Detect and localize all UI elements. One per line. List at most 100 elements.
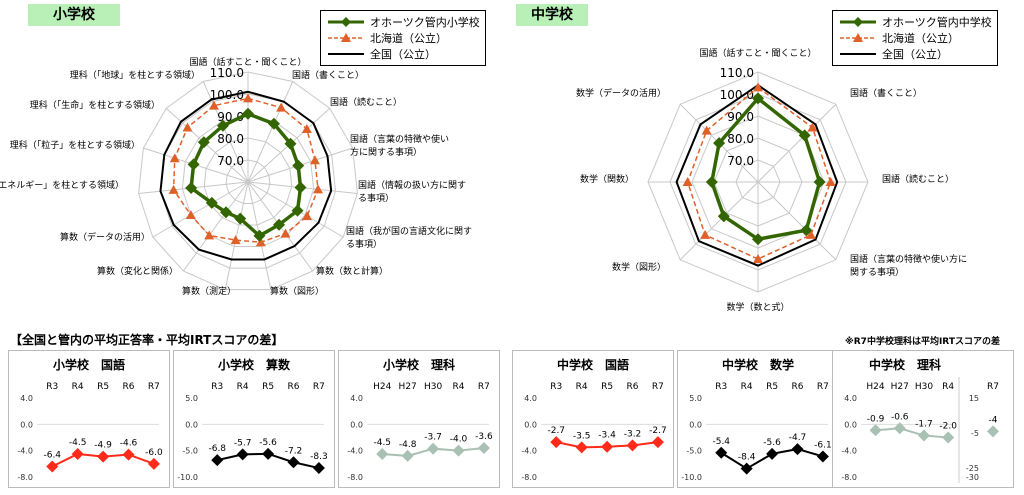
mini-point	[401, 449, 414, 462]
mini-series-line	[875, 427, 949, 439]
mini-point	[816, 450, 829, 463]
mini-data-label: -7.2	[285, 446, 303, 456]
mini-data-label: -6.1	[814, 440, 832, 450]
mini-data-label: -4.7	[789, 433, 807, 443]
mini-category-label: R6	[288, 382, 300, 392]
mini-data-label: -2.0	[939, 422, 957, 432]
radar-point	[713, 137, 726, 150]
axis-label-8: 算数（測定）	[182, 285, 236, 297]
axis-label-5: 国語（我が国の言語文化に関する事項）	[346, 225, 472, 250]
mini-tick-label: 0.0	[185, 420, 198, 429]
radar-point	[313, 184, 324, 194]
mini-tick-label: 5.0	[185, 394, 198, 403]
mini-data-label: -1.7	[915, 420, 933, 430]
mini-tick-label: -8.0	[521, 473, 537, 482]
mini-data-label: -8.3	[310, 452, 328, 462]
mini-tick-label: 0.0	[524, 420, 537, 429]
mini-tick-label: -8.0	[841, 473, 857, 482]
radar-point	[291, 204, 304, 217]
mini-data-label: -2.7	[547, 426, 565, 436]
radar-spoke	[679, 181, 759, 261]
radar-point	[284, 137, 297, 150]
radar-point	[187, 158, 200, 171]
radar-point	[273, 218, 286, 231]
mini-point	[312, 462, 325, 475]
mini-point	[766, 447, 779, 460]
elementary-legend: オホーツク管内小学校 北海道（公立） 全国（公立）	[320, 10, 486, 66]
mini-chart-title: 小学校 国語	[53, 357, 125, 372]
axis-label-5: 数学（図形）	[612, 261, 666, 273]
mini-category-label: R7	[148, 382, 160, 392]
axis-label-9: 算数（変化と関係）	[97, 265, 178, 277]
radar-spoke	[757, 181, 837, 261]
mini-tick-label: -25	[966, 464, 979, 473]
mini-tick-label: -4.0	[347, 447, 363, 456]
junior-legend: オホーツク管内中学校 北海道（公立） 全国（公立）	[832, 10, 998, 66]
legend-item-national: 全国（公立）	[840, 48, 948, 61]
mini-data-label: -5.6	[259, 438, 277, 448]
mini-tick-label: -10.0	[681, 473, 702, 482]
radar-spoke	[182, 181, 249, 272]
mini-tick-label: 0.0	[844, 420, 857, 429]
irt-note: ※R7中学校理科は平均IRTスコアの差	[845, 337, 1000, 347]
radar-series-line	[675, 83, 839, 267]
radar-point	[700, 229, 711, 239]
radar-point	[805, 229, 816, 239]
radar-spoke	[202, 81, 249, 183]
radar-spoke	[165, 108, 249, 183]
mini-category-label: R3	[715, 382, 727, 392]
axis-label-4: 数学（数と式）	[726, 301, 789, 313]
mini-point	[262, 447, 275, 460]
axis-label-0: 国語（話すこと・聞くこと）	[189, 56, 306, 68]
radar-point	[243, 93, 253, 103]
axis-label-3: 国語（言葉の特徴や使い方に関する事項）	[350, 133, 449, 158]
radar-tick-label: 70.0	[217, 154, 244, 168]
mini-tick-label: 0.0	[20, 420, 33, 429]
mini-data-label: -0.6	[891, 412, 909, 422]
radar-point	[717, 210, 730, 223]
mini-category-label: R3	[211, 382, 223, 392]
radar-point	[682, 177, 693, 186]
mini-tick-label: -8.0	[17, 473, 33, 482]
mini-point	[626, 439, 639, 452]
radar-point	[301, 124, 312, 134]
radar-point	[752, 233, 764, 246]
radar-series-line	[189, 111, 303, 238]
legend-item-national: 全国（公立）	[328, 48, 436, 61]
mini-point	[211, 454, 224, 467]
radar-point	[168, 184, 179, 194]
mini-point	[287, 456, 300, 469]
radar-point	[705, 176, 718, 188]
radar-point	[276, 102, 287, 112]
mini-tick-label: 4.0	[350, 394, 363, 403]
mini-point	[651, 436, 664, 449]
radar-point	[800, 224, 813, 237]
radar-spoke	[152, 181, 249, 238]
radar-point	[701, 125, 712, 135]
mini-tick-label: 0.0	[689, 420, 702, 429]
mini-data-label: -8.4	[738, 453, 756, 463]
radar-point	[220, 206, 233, 219]
radar-point	[309, 155, 320, 165]
mini-tick-label: 4.0	[524, 394, 537, 403]
radar-point	[169, 153, 180, 163]
mini-tick-label: -4.0	[17, 447, 33, 456]
mini-category-label: R7	[313, 382, 325, 392]
mini-point	[236, 448, 249, 461]
axis-label-12: 理科（「粒子」を柱とする領域）	[10, 139, 140, 151]
mini-category-label: R5	[766, 382, 778, 392]
mini-point	[740, 462, 753, 475]
mini-tick-label: 5.0	[689, 394, 702, 403]
radar-point	[798, 129, 811, 142]
radar-point	[205, 196, 218, 209]
mini-point	[893, 422, 906, 435]
mini-data-label: -6.8	[208, 444, 226, 454]
mini-tick-label: -5.0	[686, 447, 702, 456]
radar-tick-label: 100.0	[210, 88, 244, 102]
elementary-radar-chart: 70.080.090.0100.0110.0国語（話すこと・聞くこと）国語（書く…	[0, 56, 472, 297]
axis-label-6: 数学（関数）	[580, 173, 634, 185]
radar-point	[753, 82, 763, 92]
